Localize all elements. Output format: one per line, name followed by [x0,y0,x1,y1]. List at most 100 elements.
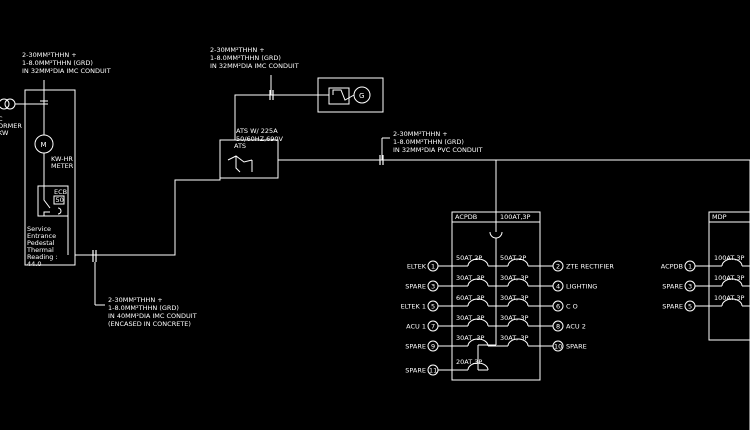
service-entrance-text-4: Thermal [26,246,54,254]
circuit-label: SPARE [662,283,683,291]
service-entrance-text-1: Service [27,225,51,233]
circuit-number: 11 [429,367,437,375]
mdp-panel [708,211,750,341]
feeder-note-gen-2: 1-8.0MM²THHN (GRD) [210,54,281,62]
circuit-number-bubble [684,300,696,312]
service-entrance-text-2: Entrance [27,232,56,240]
breaker-rating: 60AT, 3P [456,294,484,302]
transformer-label-2: ORMER [0,122,22,130]
generator-symbol-text: G [359,92,364,100]
ecb-box [37,185,69,217]
feeder-note-buried-3: IN 40MM²DIA IMC CONDUIT [108,312,197,320]
breaker-rating: 100AT,3P [714,294,745,302]
breaker-rating: 30AT, 3P [500,334,528,342]
breaker-rating: 30AT, 3P [500,294,528,302]
circuit-label: SPARE [405,283,426,291]
circuit-label: ACU 1 [406,323,426,331]
breaker-symbol [467,298,489,307]
circuit-number: 1 [688,263,692,271]
feeder-generator-to-ats [234,94,329,140]
breaker-symbol [467,258,489,267]
breaker-symbol [507,298,529,307]
transformer-label-3: KW [0,129,9,137]
circuit-label: ACPDB [661,263,683,271]
breaker-rating: 30AT, 3P [456,274,484,282]
acpdb-main-rating: 100AT,3P [500,213,531,221]
breaker-rating: 50AT,2P [456,254,482,262]
circuit-number-bubble [552,320,564,332]
breaker-rating: 100AT,3P [714,274,745,282]
acpdb-panel [451,211,541,381]
circuit-number-bubble [552,340,564,352]
circuit-label: SPARE [566,343,587,351]
ats-box [219,139,279,179]
feeder-note-buried-2: 1-8.0MM²THHN (GRD) [108,304,179,312]
circuit-number: 9 [431,343,435,351]
breaker-rating: 100AT,3P [714,254,745,262]
transformer-label-1: C [0,115,3,123]
acpdb-circuit-left: 30AT, 3P 3 SPARE [405,274,496,292]
circuit-number: 4 [556,283,560,291]
breaker-symbol [467,318,489,327]
mdp-circuit: 100AT,3P 3 SPARE [662,274,750,292]
circuit-number-bubble [427,280,439,292]
circuit-number-bubble [552,280,564,292]
meter-symbol-text: M [41,141,47,149]
ecb-rating: 50 [56,196,64,204]
service-entrance-text-5: Reading : [27,253,58,261]
feeder-note-gen-3: IN 32MM²DIA IMC CONDUIT [210,62,299,70]
ecb-label: ECB [54,188,67,196]
breaker-rating: 50AT,2P [500,254,526,262]
circuit-number-bubble [684,280,696,292]
mdp-circuits: 100AT,3P1ACPDB100AT,3P3SPARE100AT,3P5SPA… [661,254,750,312]
breaker-symbol [721,258,743,267]
breaker-symbol [467,362,489,371]
feeder-note-buried-4: (ENCASED IN CONCRETE) [108,320,191,328]
circuit-number-bubble [552,300,564,312]
service-entrance-text-3: Pedestal [27,239,55,247]
circuit-number-bubble [427,320,439,332]
feeder-note-buried-1: 2-30MM²THHN + [108,296,163,304]
circuit-number: 5 [688,303,692,311]
breaker-symbol [507,338,529,347]
ats-switch-symbol [227,155,253,173]
circuit-number-bubble [427,300,439,312]
circuit-label: ACU 2 [566,323,586,331]
circuit-number: 3 [688,283,692,291]
breaker-symbol [467,278,489,287]
ecb-breaker-symbol [43,190,51,216]
circuit-number: 5 [431,303,435,311]
circuit-label: SPARE [405,367,426,375]
breaker-symbol [467,338,489,347]
ats-label: ATS [234,142,246,150]
feeder-note-service-2: 1-8.0MM²THHN (GRD) [22,59,93,67]
circuit-number-bubble [552,260,564,272]
feeder-to-ats [96,155,221,256]
breaker-rating: 30AT, 3P [500,274,528,282]
breaker-symbol [507,258,529,267]
breaker-rating: 30AT, 3P [456,314,484,322]
acpdb-main-breaker [489,231,503,239]
circuit-number-bubble [427,364,439,376]
feeder-note-service-1: 2-30MM²THHN + [22,51,77,59]
breaker-symbol [721,298,743,307]
circuit-number-bubble [427,260,439,272]
circuit-number: 6 [556,303,560,311]
feeder-note-acpdb-3: IN 32MM²DIA PVC CONDUIT [393,146,483,154]
circuit-number: 8 [556,323,560,331]
circuit-number: 3 [431,283,435,291]
breaker-rating: 20AT,3P [456,358,482,366]
circuit-number: 10 [554,343,562,351]
meter-label-1: KW-HR [51,155,73,163]
